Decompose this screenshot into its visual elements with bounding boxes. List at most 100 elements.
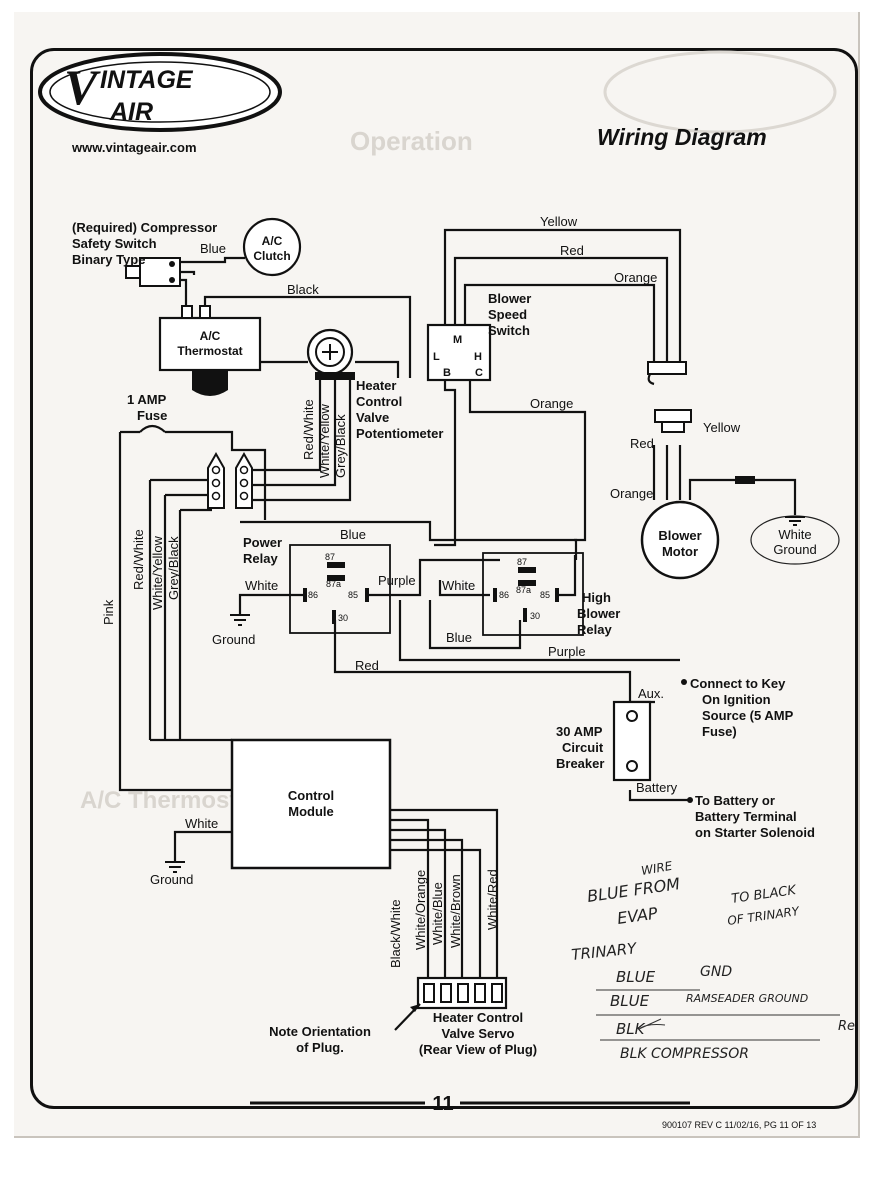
- wire-white-yellow-pot: [252, 378, 337, 487]
- power-relay-pin-86: 86: [308, 590, 318, 600]
- wire-label-white-2: White: [442, 578, 475, 593]
- heater-control-potentiometer: Heater Control Valve Potentiometer: [306, 328, 443, 441]
- wire-label-blue-2: Blue: [340, 527, 366, 542]
- servo-label-1: Heater Control: [433, 1010, 523, 1025]
- wire-white-brown: [390, 848, 482, 980]
- pot-label-4: Potentiometer: [356, 426, 443, 441]
- wire-label-orange-3: Orange: [610, 486, 653, 501]
- wire-label-white-blue: White/Blue: [430, 882, 445, 945]
- blower-connector-top: [647, 361, 687, 386]
- note-arrow-head: [410, 1004, 420, 1012]
- vintage-air-logo: V INTAGE AIR: [38, 52, 282, 132]
- logo-wordmark-bottom: AIR: [109, 98, 153, 126]
- wire-fuse-right: [165, 430, 267, 520]
- wire-label-yellow-2: Yellow: [703, 420, 741, 435]
- wire-white-ground: [238, 593, 303, 615]
- wire-label-blue-3: Blue: [446, 630, 472, 645]
- power-relay-pin-87a: 87a: [326, 579, 341, 589]
- wire-label-yellow-1: Yellow: [540, 214, 578, 229]
- wire-white-ground-motor: [755, 478, 797, 515]
- wire-white-red: [390, 808, 499, 980]
- compressor-switch-label-3: Binary Type: [72, 252, 145, 267]
- wire-label-blue-1: Blue: [200, 241, 226, 256]
- hw-note-to-black: TO BLACK: [730, 883, 798, 907]
- wire-hbr-85: [555, 555, 577, 597]
- wire-orange-top: [463, 283, 656, 365]
- speed-switch-label-1: Blower: [488, 291, 531, 306]
- wire-white-hbr: [438, 580, 490, 597]
- high-blower-relay: 87 87a 86 85 30 High Blower Relay: [482, 552, 620, 637]
- wire-orange-down: [468, 378, 587, 542]
- wire-label-white-1: White: [245, 578, 278, 593]
- wire-label-white-red: White/Red: [485, 869, 500, 930]
- ac-clutch-label-1: A/C: [262, 234, 283, 248]
- wire-battery: [628, 790, 690, 802]
- wire-purple-ignition: [398, 600, 680, 662]
- wire-blue-top: [240, 520, 578, 560]
- hbr-label-1: High: [582, 590, 611, 605]
- wire-label-red-white-1: Red/White: [131, 529, 146, 590]
- wires: [118, 228, 797, 980]
- control-module: Control Module: [230, 738, 392, 870]
- svg-text:To Battery or: To Battery or: [695, 793, 775, 808]
- power-relay-pin-85: 85: [348, 590, 358, 600]
- wire-label-red-1: Red: [560, 243, 584, 258]
- hw-note-blk-1: BLK: [616, 1020, 646, 1038]
- blower-motor-label-1: Blower: [658, 528, 701, 543]
- power-relay: 87 87a 86 85 30 Power Relay: [243, 535, 391, 634]
- ground-label-2: Ground: [150, 872, 193, 887]
- hw-note-evap: EVAP: [616, 903, 659, 928]
- hw-note-blk-compressor: BLK COMPRESSOR: [620, 1046, 749, 1062]
- thermostat-label-2: Thermostat: [177, 344, 242, 358]
- revision-text: 900107 REV C 11/02/16, PG 11 OF 13: [662, 1120, 816, 1130]
- hw-note-wire: WIRE: [640, 859, 674, 878]
- compressor-switch-label-2: Safety Switch: [72, 236, 157, 251]
- ground-label-1: Ground: [212, 632, 255, 647]
- wire-red: [453, 256, 669, 365]
- pot-label-2: Control: [356, 394, 402, 409]
- hw-note-blue-2: BLUE: [610, 992, 650, 1010]
- hw-note-ramseader: RAMSEADER GROUND: [686, 992, 808, 1005]
- logo-wordmark-top: INTAGE: [100, 66, 194, 94]
- wire-red-white-pot: [252, 378, 322, 472]
- hbr-pin-87: 87: [517, 557, 527, 567]
- wire-label-red-white-2: Red/White: [301, 399, 316, 460]
- white-ground-label-2: Ground: [773, 542, 816, 557]
- fuse-label-2: Fuse: [137, 408, 167, 423]
- note-label-2: of Plug.: [296, 1040, 344, 1055]
- logo-letter-v: V: [64, 59, 101, 115]
- breaker-label-1: 30 AMP: [556, 724, 603, 739]
- power-relay-label-2: Relay: [243, 551, 278, 566]
- hw-note-gnd: GND: [700, 964, 732, 980]
- blower-connector-bottom: [654, 409, 692, 433]
- breaker-label-3: Breaker: [556, 756, 604, 771]
- wire-label-grey-black-1: Grey/Black: [166, 536, 181, 600]
- wire-module-ground: [173, 830, 232, 862]
- speed-switch-label-3: Switch: [488, 323, 530, 338]
- battery-terminal-dot: [687, 797, 693, 803]
- svg-text:on Starter Solenoid: on Starter Solenoid: [695, 825, 815, 840]
- compressor-switch-label-1: (Required) Compressor: [72, 220, 217, 235]
- hbr-pin-87a: 87a: [516, 585, 531, 595]
- hbr-pin-85: 85: [540, 590, 550, 600]
- blower-motor-label-2: Motor: [662, 544, 698, 559]
- wire-label-battery: Battery: [636, 780, 678, 795]
- wire-label-pink: Pink: [101, 599, 116, 625]
- ghost-heading-operation: Operation: [350, 126, 473, 156]
- ac-thermostat: A/C Thermostat: [158, 305, 262, 396]
- ac-clutch: A/C Clutch: [242, 217, 302, 277]
- wire-label-white-brown: White/Brown: [448, 874, 463, 948]
- footer: 11 900107 REV C 11/02/16, PG 11 OF 13: [250, 1093, 816, 1130]
- ignition-terminal-dot: [681, 679, 687, 685]
- switch-terminal-m: M: [453, 334, 462, 346]
- servo-label-3: (Rear View of Plug): [419, 1042, 537, 1057]
- wire-pink: [118, 432, 232, 792]
- wire-label-black-white: Black/White: [388, 899, 403, 968]
- wire-switch-thermostat: [180, 278, 188, 305]
- white-ground-label-1: White: [778, 527, 811, 542]
- ignition-label: Connect to Key On Ignition Source (5 AMP…: [690, 676, 794, 739]
- battery-label: To Battery or Battery Terminal on Starte…: [695, 793, 815, 840]
- wire-label-red-3: Red: [355, 658, 379, 673]
- wire-label-white-yellow-2: White/Yellow: [317, 403, 332, 478]
- servo-label-2: Valve Servo: [442, 1026, 515, 1041]
